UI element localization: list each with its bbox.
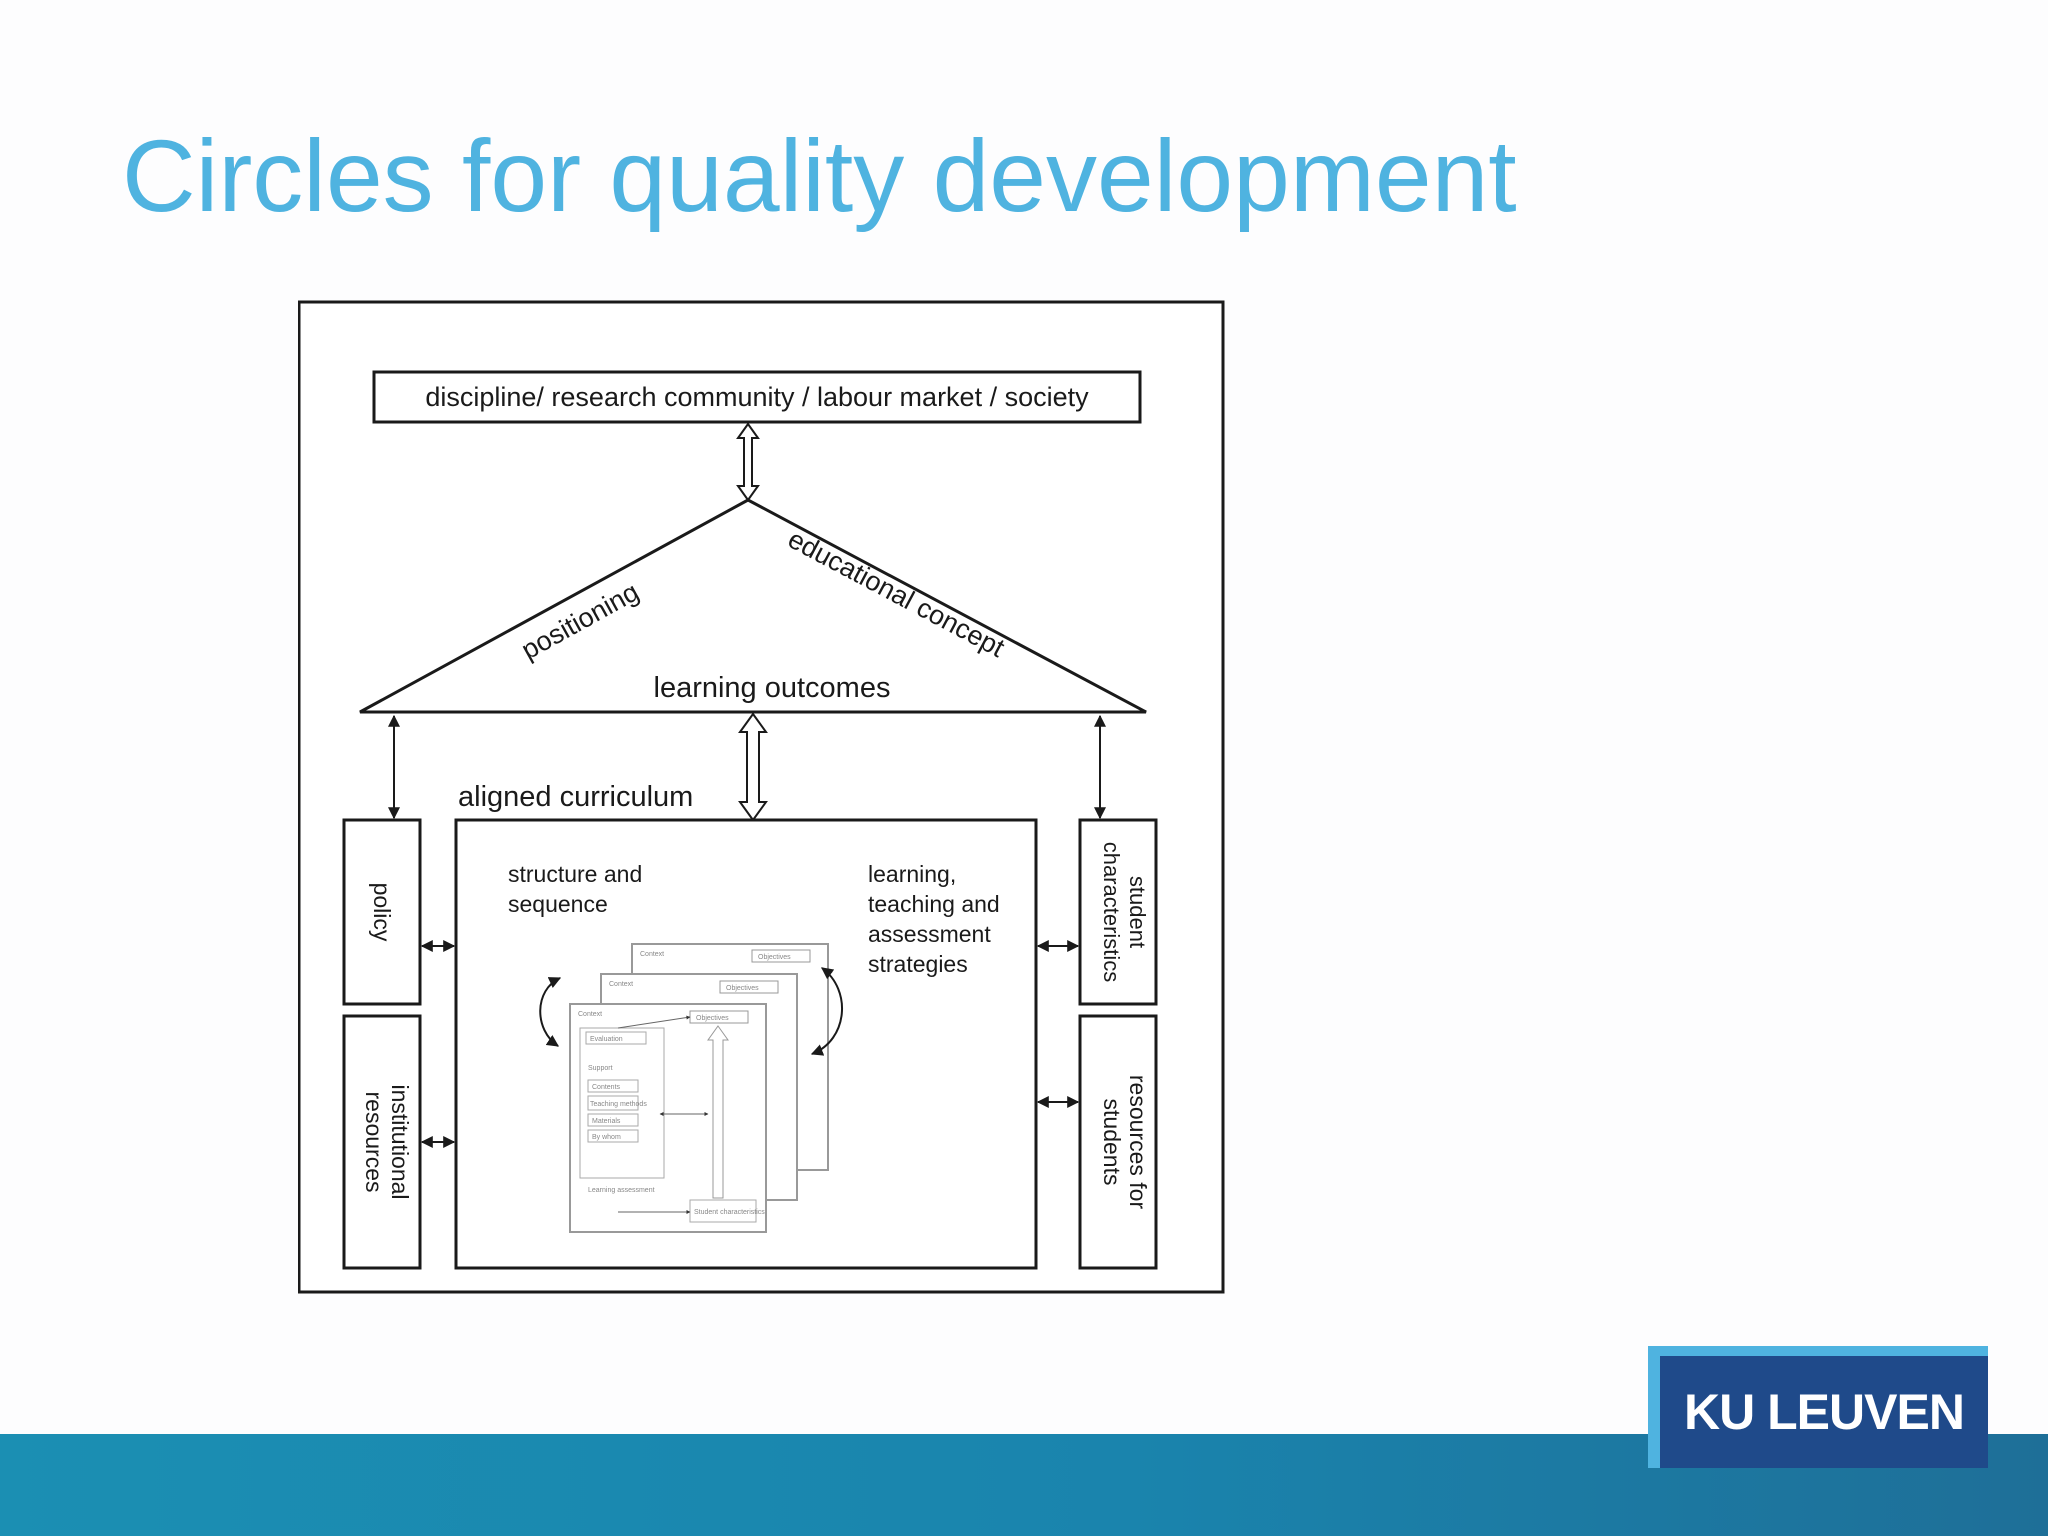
- mini-sheet-front-objectives: Objectives: [696, 1015, 729, 1022]
- strategies-label-line2: teaching and: [868, 891, 1000, 917]
- mini-teaching-methods: Teaching methods: [590, 1101, 647, 1108]
- mini-support: Support: [588, 1065, 613, 1072]
- mini-learning-assessment: Learning assessment: [588, 1187, 655, 1194]
- policy-label: policy: [369, 883, 395, 942]
- society-box-label: discipline/ research community / labour …: [425, 382, 1089, 412]
- strategies-label-line4: strategies: [868, 951, 968, 977]
- mini-student-characteristics: Student characteristics: [694, 1209, 765, 1216]
- mini-sheet-middle-context: Context: [609, 981, 633, 988]
- right-cycle-arrow: [810, 967, 843, 1056]
- logo-text: KU LEUVEN: [1684, 1384, 1965, 1440]
- mini-sheet-back-objectives-box: [751, 949, 811, 963]
- institutional-resources-label-line2: resources: [361, 1092, 387, 1193]
- mini-sheet-front-context: Context: [578, 1011, 602, 1018]
- mini-teaching-box: [587, 1095, 639, 1111]
- strategies-label-line1: learning,: [868, 861, 956, 887]
- mini-materials-box: [587, 1113, 639, 1127]
- mini-sheet-middle-objectives: Objectives: [726, 985, 759, 992]
- structure-label-line2: sequence: [508, 891, 608, 917]
- mini-contents-box: [587, 1079, 639, 1093]
- institutional-resources-label-line1: institutional: [387, 1084, 413, 1199]
- resources-for-students-label-line1: resources for: [1125, 1075, 1151, 1210]
- slide-title: Circles for quality development: [122, 119, 1517, 233]
- quality-circles-diagram: discipline/ research community / labour …: [298, 300, 1226, 1294]
- ku-leuven-logo: KU LEUVEN: [1648, 1346, 1988, 1468]
- resources-for-students-box: [1078, 1014, 1158, 1270]
- policy-box: [342, 818, 422, 1006]
- mini-evaluation-box: [585, 1031, 647, 1045]
- mini-bywhom-box: [587, 1129, 639, 1143]
- roof-triangle: [359, 498, 1147, 714]
- strategies-label-line3: assessment: [868, 921, 991, 947]
- society-box: [372, 370, 1142, 424]
- aligned-curriculum-label: aligned curriculum: [458, 781, 693, 813]
- mini-context-arrow: [617, 1015, 691, 1029]
- mini-sheet-middle-objectives-box: [719, 980, 779, 994]
- institutional-resources-box: [342, 1014, 422, 1270]
- mini-materials: Materials: [592, 1118, 621, 1125]
- student-characteristics-label-line2: characteristics: [1099, 842, 1124, 983]
- mini-vertical-arrow: [707, 1025, 729, 1199]
- mini-evaluation: Evaluation: [590, 1036, 623, 1043]
- student-characteristics-label-line1: student: [1125, 876, 1150, 948]
- mini-diagram-stack: Context Objectives Context Objectives Co…: [539, 943, 843, 1233]
- mini-sheet-back-objectives: Objectives: [758, 954, 791, 961]
- diagram-svg: discipline/ research community / labour …: [298, 300, 1225, 1294]
- mini-contents: Contents: [592, 1084, 621, 1091]
- structure-label-line1: structure and: [508, 861, 642, 887]
- roof-learning-outcomes-label: learning outcomes: [654, 672, 891, 704]
- resources-for-students-label-line2: students: [1099, 1099, 1125, 1186]
- mini-by-whom: By whom: [592, 1134, 621, 1141]
- left-cycle-arrow: [539, 977, 562, 1047]
- logo-inner: KU LEUVEN: [1660, 1356, 1988, 1468]
- student-characteristics-box: [1078, 818, 1158, 1006]
- mini-sheet-back-context: Context: [640, 951, 664, 958]
